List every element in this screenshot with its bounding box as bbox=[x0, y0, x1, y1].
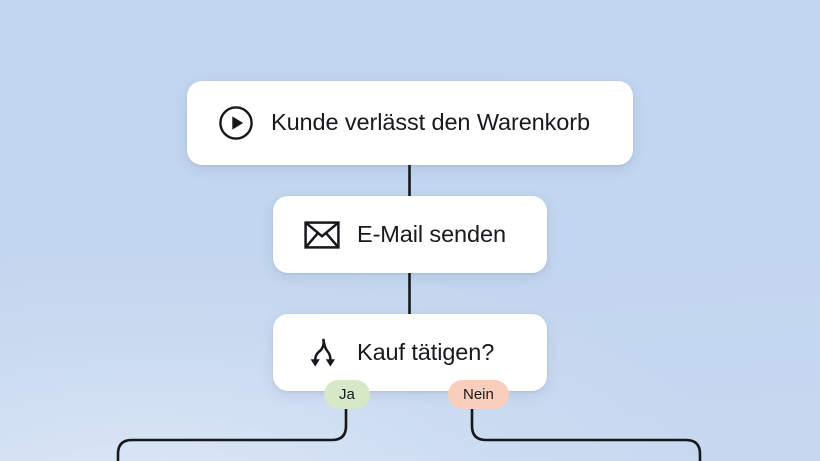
branch-split-icon bbox=[304, 335, 340, 371]
branch-pill-nein-label: Nein bbox=[463, 386, 494, 403]
play-circle-icon bbox=[218, 105, 254, 141]
envelope-icon bbox=[304, 220, 340, 250]
node-trigger-label: Kunde verlässt den Warenkorb bbox=[271, 109, 590, 136]
branch-pill-nein[interactable]: Nein bbox=[448, 380, 509, 409]
node-condition[interactable]: Kauf tätigen? bbox=[273, 314, 547, 391]
edge-nein-branch bbox=[470, 409, 702, 461]
node-email[interactable]: E-Mail senden bbox=[273, 196, 547, 273]
node-condition-label: Kauf tätigen? bbox=[357, 338, 495, 365]
edge-ja-branch bbox=[116, 409, 348, 461]
branch-pill-ja-label: Ja bbox=[339, 386, 355, 403]
node-email-label: E-Mail senden bbox=[357, 220, 506, 247]
branch-pill-ja[interactable]: Ja bbox=[324, 380, 370, 409]
node-trigger[interactable]: Kunde verlässt den Warenkorb bbox=[187, 81, 633, 165]
